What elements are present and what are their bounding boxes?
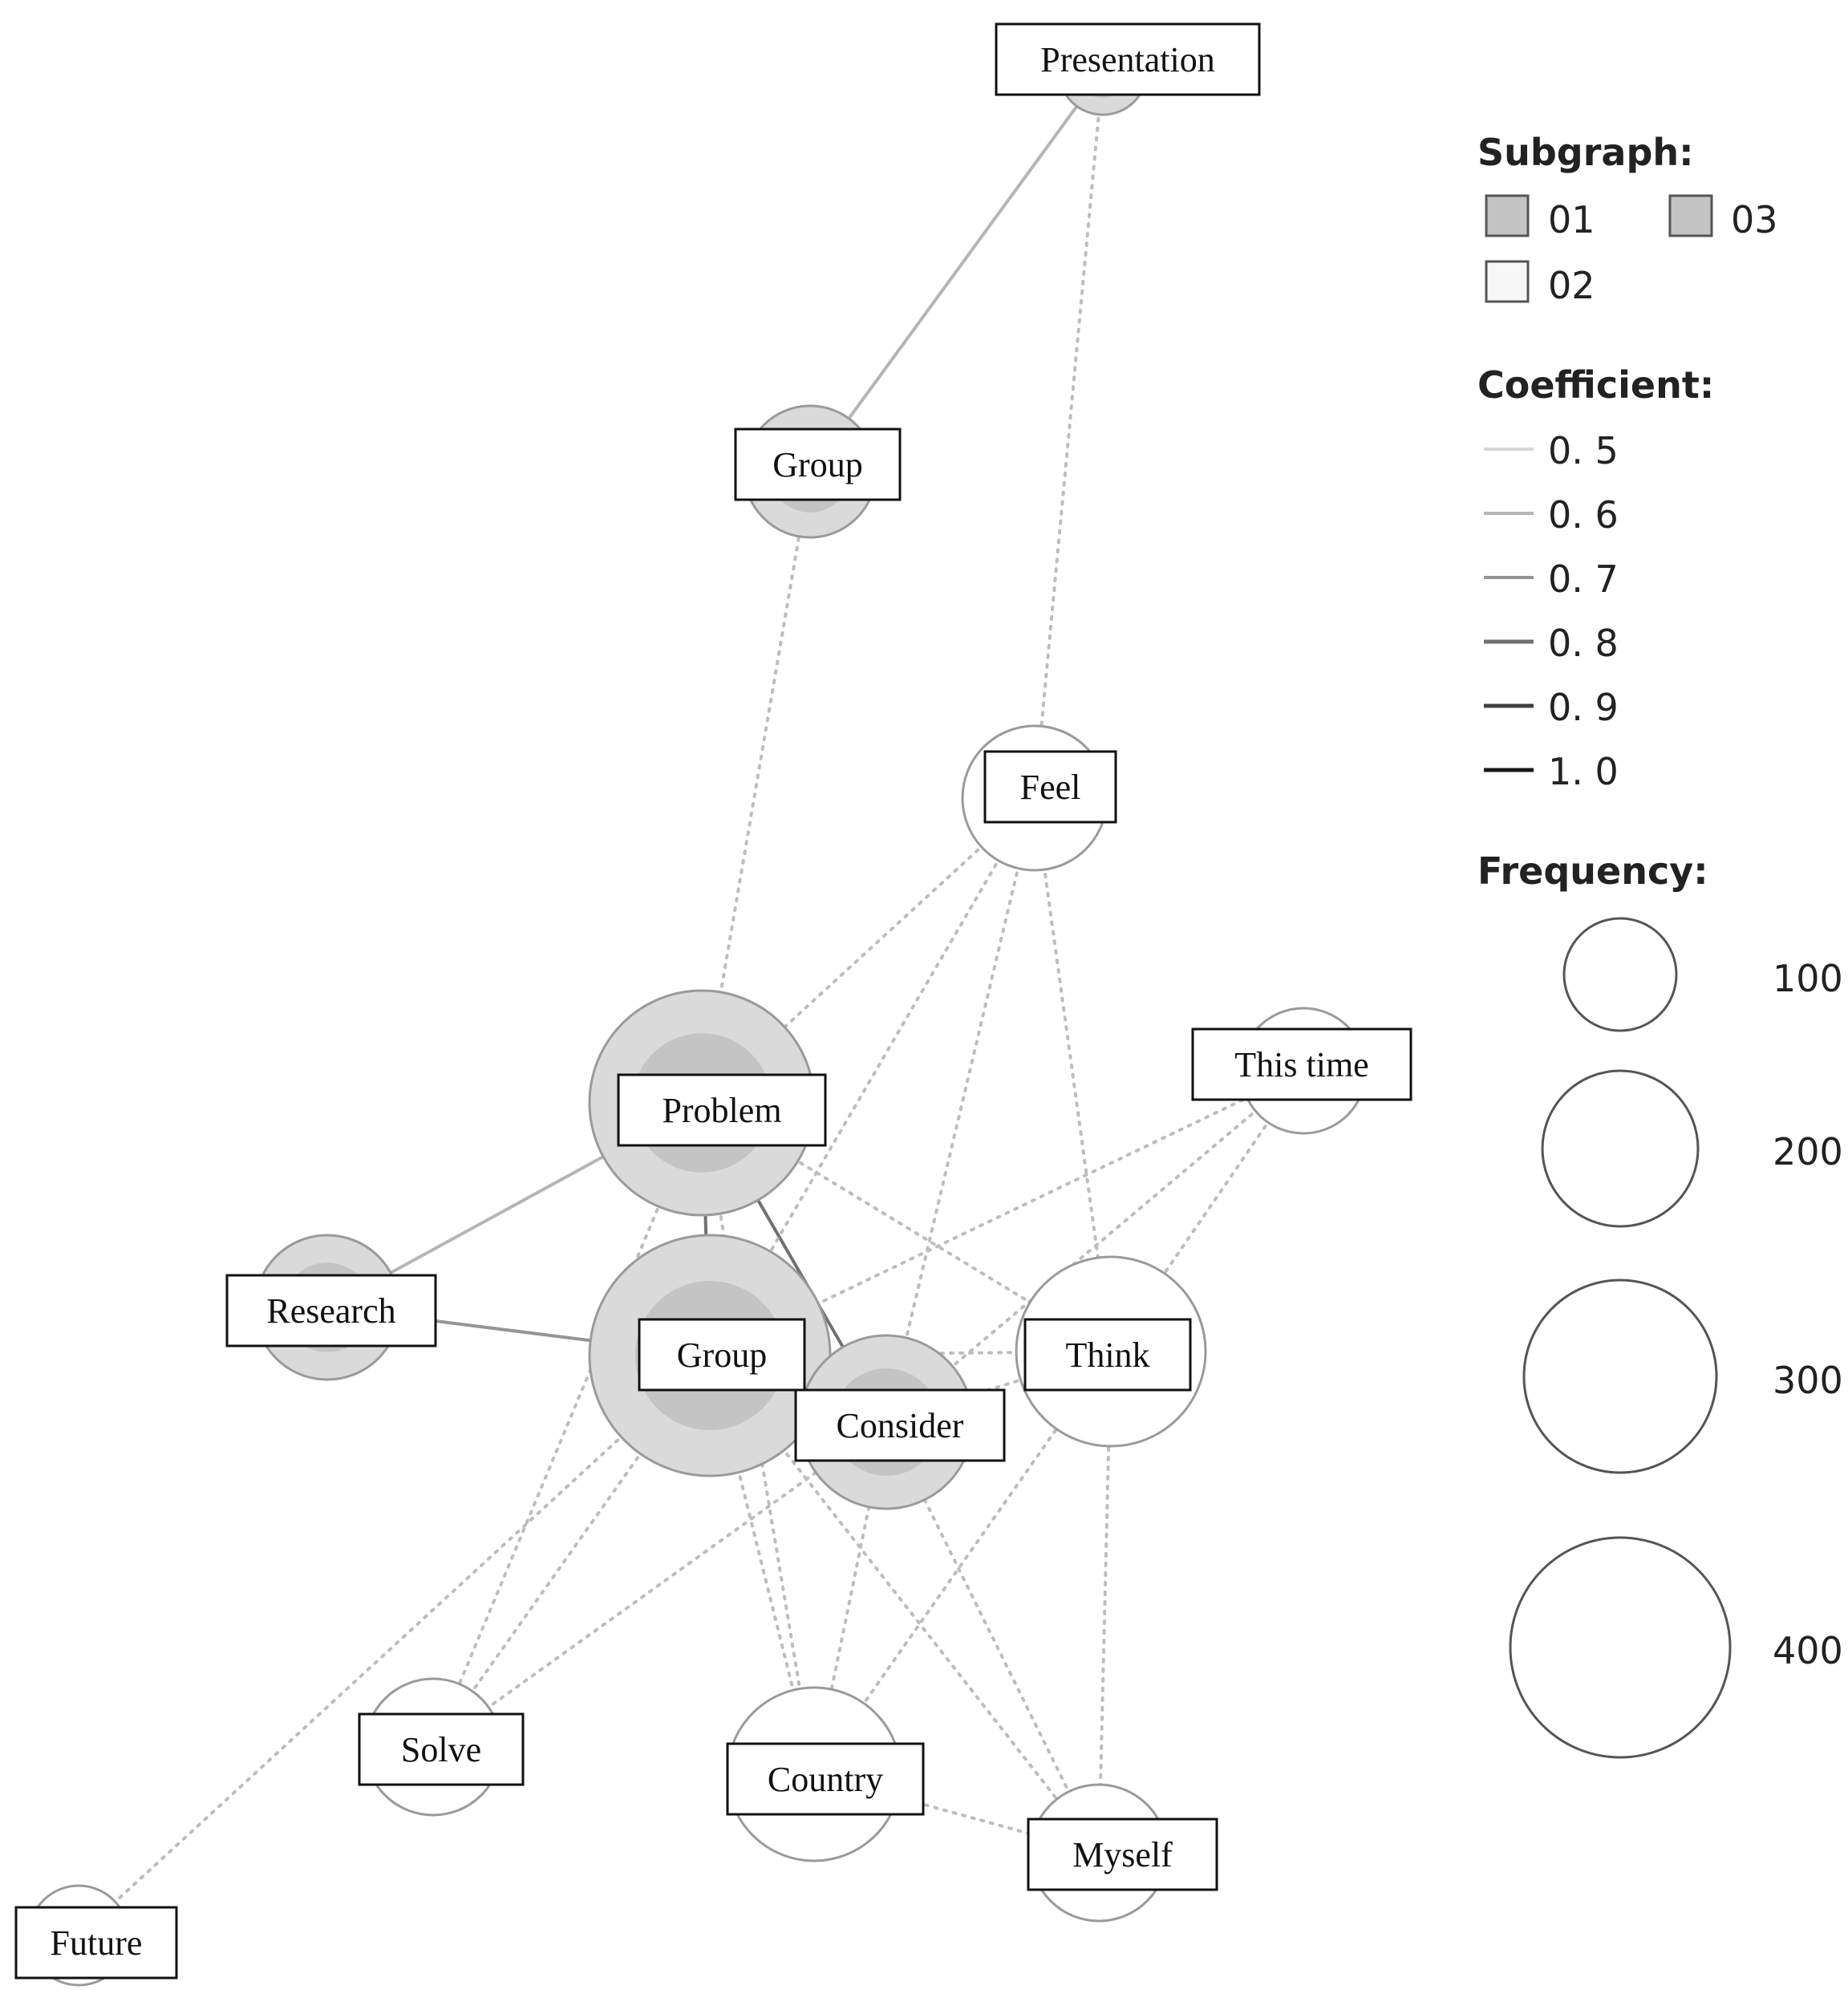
- node-label-group-top: Group: [734, 428, 902, 501]
- node-label-research: Research: [225, 1274, 437, 1347]
- legend-coefficient-label-07: 0. 7: [1548, 557, 1619, 601]
- legend-frequency-circle-200: [1541, 1069, 1700, 1228]
- edge-group-future: [77, 1354, 711, 1937]
- edge-think-myself: [1097, 1350, 1112, 1854]
- node-label-presentation: Presentation: [995, 22, 1261, 96]
- node-label-box: [1023, 1318, 1192, 1392]
- legend: Subgraph: 01 03 02 Coefficient: 0. 5 0. …: [1477, 131, 1843, 1759]
- node-label-box: [638, 1318, 806, 1392]
- legend-subgraph-swatch-03: [1668, 194, 1713, 237]
- node-label-feel: Feel: [983, 750, 1117, 824]
- node-label-solve: Solve: [358, 1712, 525, 1786]
- legend-subgraph-title: Subgraph:: [1477, 131, 1694, 174]
- node-label-text: Country: [768, 1760, 883, 1799]
- legend-subgraph-label-01: 01: [1548, 198, 1595, 241]
- node-label-text: Feel: [1020, 768, 1081, 807]
- node-label-problem: Problem: [617, 1073, 827, 1147]
- legend-frequency-circle-100: [1562, 917, 1678, 1032]
- node-label-country: Country: [726, 1742, 925, 1816]
- legend-frequency-label-400: 400: [1773, 1629, 1843, 1672]
- legend-coefficient-label-05: 0. 5: [1548, 429, 1619, 472]
- node-label-box: [1191, 1027, 1412, 1101]
- node-label-box: [794, 1388, 1006, 1462]
- legend-frequency-circle-400: [1509, 1536, 1732, 1759]
- legend-coefficient-label-09: 0. 9: [1548, 686, 1619, 729]
- node-label-text: Myself: [1072, 1835, 1173, 1874]
- node-label-text: Solve: [401, 1730, 481, 1769]
- edge-presentation-feel: [1033, 69, 1104, 800]
- node-label-future: Future: [14, 1906, 178, 1980]
- legend-subgraph-swatch-02: [1485, 260, 1530, 303]
- node-label-text: This time: [1234, 1045, 1368, 1084]
- node-label-myself: Myself: [1027, 1818, 1218, 1891]
- node-label-box: [734, 428, 902, 501]
- node-label-box: [617, 1073, 827, 1147]
- edge-consider-solve: [432, 1420, 888, 1749]
- node-label-text: Problem: [662, 1091, 781, 1130]
- node-label-text: Future: [51, 1923, 143, 1963]
- legend-coefficient-title: Coefficient:: [1477, 363, 1714, 407]
- node-label-box: [995, 22, 1261, 96]
- node-label-box: [225, 1274, 437, 1347]
- legend-frequency-label-300: 300: [1773, 1359, 1843, 1402]
- node-label-text: Group: [677, 1335, 767, 1375]
- edge-feel-consider: [885, 796, 1036, 1424]
- nodes-layer: [27, 25, 1368, 1987]
- legend-subgraph-swatch-01: [1485, 194, 1530, 237]
- edge-problem-solve: [432, 1101, 703, 1749]
- node-label-text: Group: [772, 445, 862, 484]
- edge-presentation-group-top: [808, 69, 1104, 473]
- node-label-text: Presentation: [1040, 40, 1215, 79]
- legend-coefficient-label-10: 1. 0: [1548, 750, 1619, 793]
- legend-frequency-title: Frequency:: [1477, 849, 1708, 893]
- node-label-text: Consider: [837, 1406, 964, 1445]
- edge-this-time-consider: [885, 1069, 1305, 1424]
- node-label-box: [14, 1906, 178, 1980]
- legend-subgraph-label-03: 03: [1731, 198, 1778, 241]
- node-label-box: [358, 1712, 525, 1786]
- node-label-consider: Consider: [794, 1388, 1006, 1462]
- node-label-box: [983, 750, 1117, 824]
- node-label-this-time: This time: [1191, 1027, 1412, 1101]
- node-label-group: Group: [638, 1318, 806, 1392]
- edge-group-top-problem: [700, 470, 812, 1104]
- legend-frequency-label-200: 200: [1773, 1130, 1843, 1173]
- legend-frequency-circle-300: [1522, 1279, 1718, 1474]
- node-label-text: Research: [266, 1291, 395, 1331]
- legend-coefficient-label-08: 0. 8: [1548, 622, 1619, 665]
- legend-subgraph-label-02: 02: [1548, 264, 1595, 307]
- legend-frequency-label-100: 100: [1773, 957, 1843, 1000]
- node-label-text: Think: [1065, 1335, 1149, 1375]
- legend-coefficient-label-06: 0. 6: [1548, 493, 1619, 537]
- node-label-box: [726, 1742, 925, 1816]
- node-label-think: Think: [1023, 1318, 1192, 1392]
- node-label-box: [1027, 1818, 1218, 1891]
